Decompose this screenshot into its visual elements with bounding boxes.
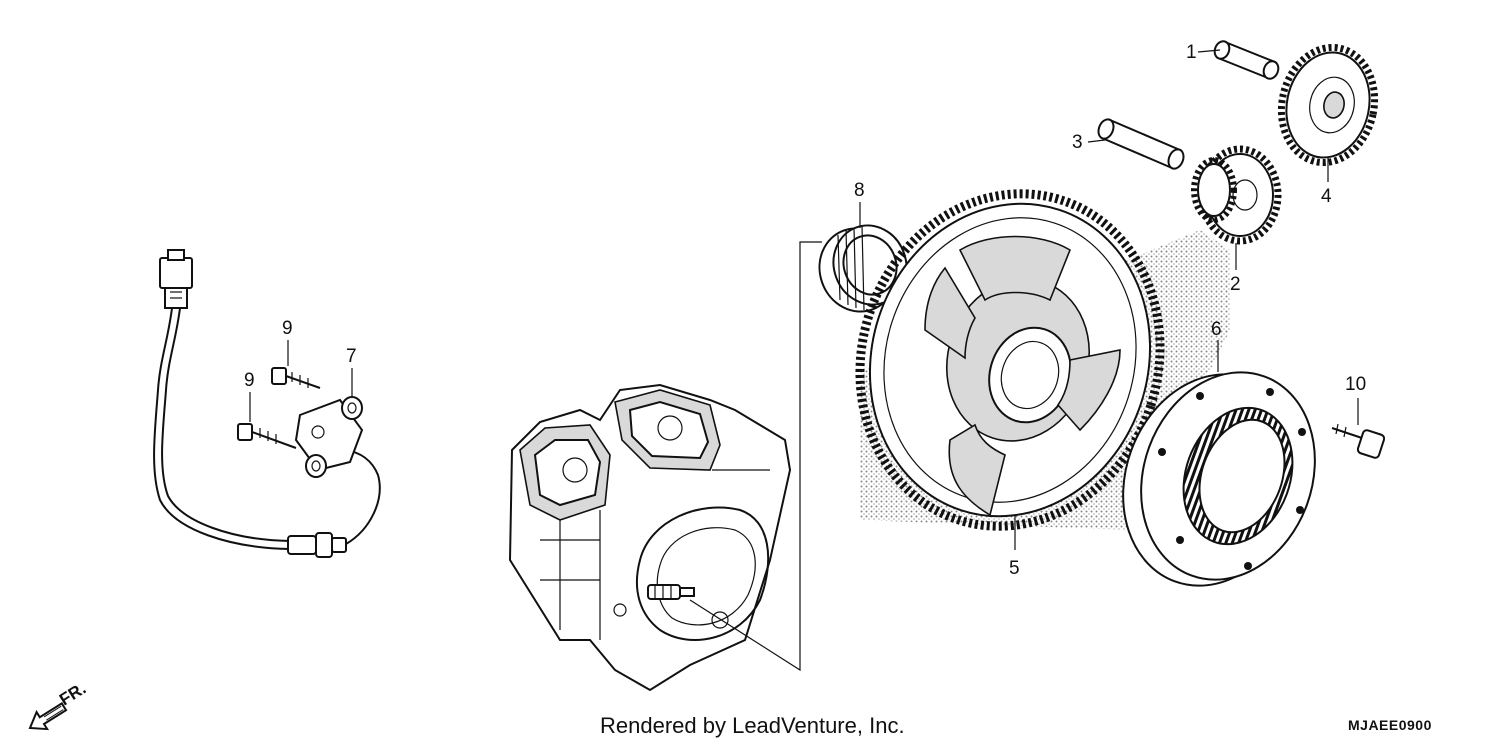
gear-4-part <box>1277 43 1379 182</box>
callout-labels: 1 2 3 4 5 6 7 8 9 9 10 <box>244 42 1366 579</box>
callout-5: 5 <box>1009 558 1020 579</box>
one-way-clutch-part <box>1122 340 1316 587</box>
pin-3-part <box>1087 118 1185 170</box>
front-direction-indicator: FR. <box>28 679 89 731</box>
bolt-10-part <box>1331 398 1386 459</box>
callout-8: 8 <box>854 180 865 201</box>
diagram-code: MJAEE0900 <box>1348 717 1432 733</box>
gear-2-part <box>1191 145 1282 270</box>
callout-4: 4 <box>1321 186 1332 207</box>
callout-9-upper: 9 <box>282 318 293 339</box>
callout-3: 3 <box>1072 132 1083 153</box>
callout-7: 7 <box>346 346 357 367</box>
callout-6: 6 <box>1211 319 1222 340</box>
sensor-harness <box>153 249 381 558</box>
callout-1: 1 <box>1186 42 1197 63</box>
callout-9-lower: 9 <box>244 370 255 391</box>
assembly-bracket-line <box>689 241 822 672</box>
engine-block <box>508 383 792 692</box>
rendered-by-caption: Rendered by LeadVenture, Inc. <box>600 713 905 738</box>
callout-10: 10 <box>1345 374 1366 395</box>
pin-1-part <box>1197 40 1280 80</box>
needle-bearing <box>818 202 908 313</box>
front-arrow-icon <box>28 702 68 731</box>
starter-driven-gear <box>855 189 1165 550</box>
callout-2: 2 <box>1230 274 1241 295</box>
